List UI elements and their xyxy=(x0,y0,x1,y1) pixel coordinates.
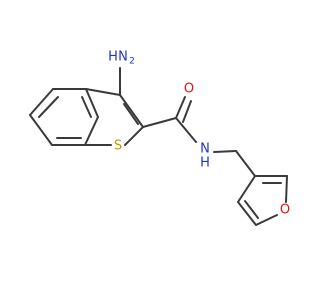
bond-carbonyl-o-2 xyxy=(182,100,192,123)
bond-benzene-inner-3 xyxy=(81,96,92,118)
bond-c1-c2 xyxy=(29,88,54,116)
bond-carbonyl-o-1 xyxy=(175,96,186,119)
bond-benzene-inner-1 xyxy=(38,96,59,118)
amide-nitrogen-label: N xyxy=(200,142,210,157)
amide-hydrogen-label: H xyxy=(200,156,210,171)
bond-c3-c2-inner xyxy=(123,103,139,125)
bond-furan-c5-c4 xyxy=(237,201,257,226)
bond-carbonyl-n xyxy=(175,117,197,143)
bond-furan-c2-o xyxy=(285,175,288,203)
bond-c4-c5 xyxy=(84,116,99,146)
structure-canvas: H N 2 O N H S O xyxy=(29,49,291,226)
bond-c5-c6 xyxy=(85,88,99,118)
bond-c3-c2 xyxy=(119,94,144,128)
amine-hydrogen-label: H xyxy=(108,50,118,65)
bond-n-ch2 xyxy=(213,150,237,153)
molecule-structure: H N 2 O N H S O xyxy=(29,50,290,226)
amine-nitrogen-label: N xyxy=(118,50,128,65)
bond-furan-c4-c3 xyxy=(237,175,256,203)
bond-c2-carbonyl xyxy=(142,117,177,128)
bond-c3a-c3 xyxy=(85,88,121,96)
bond-c2-c3 xyxy=(29,114,53,146)
carbonyl-oxygen-label: O xyxy=(184,82,194,97)
furan-oxygen-label: O xyxy=(280,203,290,218)
bond-ch2-furan xyxy=(235,150,256,177)
bond-furan-inner-2 xyxy=(244,200,259,219)
thiophene-sulfur-label: S xyxy=(114,139,122,154)
amine-subscript-label: 2 xyxy=(129,57,135,67)
bond-furan-o-c5 xyxy=(255,214,278,226)
bond-c2-s1 xyxy=(124,126,144,146)
